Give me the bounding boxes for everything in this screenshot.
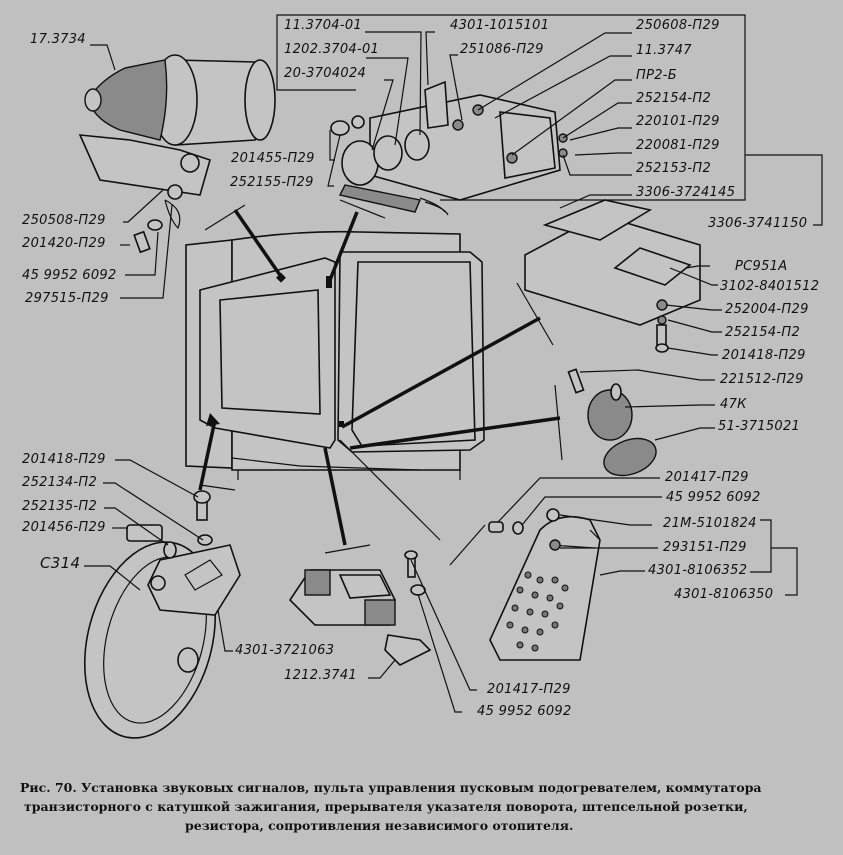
commutator-drawing xyxy=(288,550,432,666)
label-panel-switch1: 11.3704-01 xyxy=(284,18,362,33)
label-horn-washer2: 252135-П2 xyxy=(22,499,98,514)
cab-drawing xyxy=(185,230,485,480)
assembly-drawing xyxy=(78,14,823,739)
label-heater-assembly: 4301-8106350 xyxy=(674,587,774,602)
label-relay-bolt: 201418-П29 xyxy=(722,348,806,363)
label-relay-nut: 252004-П29 xyxy=(725,302,809,317)
label-panel-bolt: 201455-П29 xyxy=(231,151,315,166)
label-panel-washer: 252155-П29 xyxy=(230,175,314,190)
label-heater-nut: 293151-П29 xyxy=(663,540,747,555)
label-panel-washer3: 252153-П2 xyxy=(636,161,712,176)
label-coil: 17.3734 xyxy=(30,32,86,47)
label-horn-bolt2: 201456-П29 xyxy=(22,520,106,535)
label-panel-nut: 251086-П29 xyxy=(460,42,544,57)
label-heater-washer: 45 9952 6092 xyxy=(666,490,761,505)
label-heater-plate: 4301-8106352 xyxy=(648,563,748,578)
caption-line-3: резистора, сопротивления независимого от… xyxy=(185,818,574,833)
label-socket: 47К xyxy=(720,397,747,412)
label-horn-washer1: 252134-П2 xyxy=(22,475,98,490)
label-panel-assembly: 3306-3741150 xyxy=(708,216,808,231)
label-horn: С314 xyxy=(40,554,81,572)
label-comm-washer: 45 9952 6092 xyxy=(477,704,572,719)
label-panel-harness: 3306-3724145 xyxy=(636,185,736,200)
ignition-coil-drawing xyxy=(78,54,276,254)
label-horn-bracket: 4301-3721063 xyxy=(235,643,335,658)
label-socket-screw: 221512-П29 xyxy=(720,372,804,387)
heater-resistor-drawing xyxy=(488,508,601,661)
leader-arrows xyxy=(198,199,563,566)
label-panel-screw3: 220081-П29 xyxy=(636,138,720,153)
label-relay-washer: 252154-П2 xyxy=(725,325,801,340)
label-coil-washer: 45 9952 6092 xyxy=(22,268,117,283)
control-panel-drawing xyxy=(330,80,568,216)
label-relay-bracket: 3102-8401512 xyxy=(720,279,820,294)
label-comm-bolt: 201417-П29 xyxy=(487,682,571,697)
label-panel-fuse: ПР2-Б xyxy=(636,68,677,83)
label-panel-switch3: 20-3704024 xyxy=(284,66,367,81)
caption-line-1: Рис. 70. Установка звуковых сигналов, пу… xyxy=(20,780,762,795)
socket-drawing xyxy=(567,368,657,477)
horn-drawing xyxy=(83,490,241,739)
label-panel-screw2: 220101-П29 xyxy=(636,114,720,129)
label-relay: РС951А xyxy=(735,259,788,274)
callout-lines xyxy=(84,14,823,713)
relay-drawing xyxy=(524,199,701,353)
label-heater-resistor: 21М-5101824 xyxy=(663,516,757,531)
label-heater-bolt: 201417-П29 xyxy=(665,470,749,485)
label-coil-bolt: 201420-П29 xyxy=(22,236,106,251)
label-panel-lamp: 11.3747 xyxy=(636,43,692,58)
label-panel-washer2: 252154-П2 xyxy=(636,91,712,106)
label-panel-bracket: 4301-1015101 xyxy=(450,18,550,33)
label-horn-bolt: 201418-П29 xyxy=(22,452,106,467)
caption-line-2: транзисторного с катушкой зажигания, пре… xyxy=(24,799,748,814)
label-panel-switch2: 1202.3704-01 xyxy=(284,42,380,57)
label-coil-nut: 250508-П29 xyxy=(22,213,106,228)
label-coil-clamp: 297515-П29 xyxy=(25,291,109,306)
label-panel-screw: 250608-П29 xyxy=(636,18,720,33)
label-commutator: 1212.3741 xyxy=(284,668,358,683)
label-socket-cover: 51-3715021 xyxy=(718,419,801,434)
